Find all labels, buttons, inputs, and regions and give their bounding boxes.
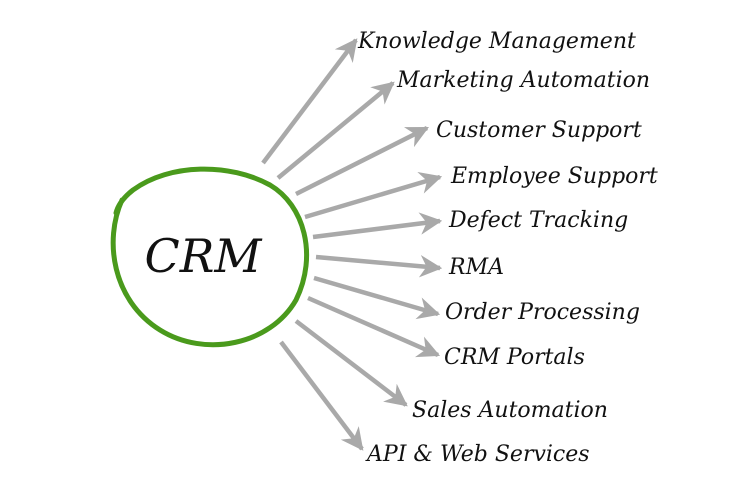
- branch-label: RMA: [448, 255, 504, 280]
- crm-ring: [110, 166, 310, 348]
- branch-arrow: [315, 254, 443, 278]
- branch-arrow: [276, 81, 395, 180]
- branch-arrow: [294, 319, 408, 407]
- branch-arrow: [294, 125, 430, 197]
- branch-label: Knowledge Management: [357, 29, 636, 54]
- branch-label: Defect Tracking: [448, 208, 628, 233]
- branch-arrow: [279, 340, 364, 451]
- branch-arrow: [304, 171, 443, 220]
- branch-label: Customer Support: [436, 118, 642, 143]
- branch-arrow: [313, 275, 441, 320]
- branch-arrow: [307, 295, 441, 358]
- branch-label: Employee Support: [450, 164, 658, 189]
- crm-center-label: CRM: [145, 229, 264, 283]
- branch-label: Marketing Automation: [396, 68, 650, 93]
- branch-arrow: [261, 38, 358, 165]
- branch-label: CRM Portals: [444, 345, 585, 370]
- branch-arrow: [312, 212, 443, 240]
- branch-label: Sales Automation: [412, 398, 608, 423]
- branch-label: API & Web Services: [365, 442, 590, 467]
- branch-label: Order Processing: [445, 300, 640, 325]
